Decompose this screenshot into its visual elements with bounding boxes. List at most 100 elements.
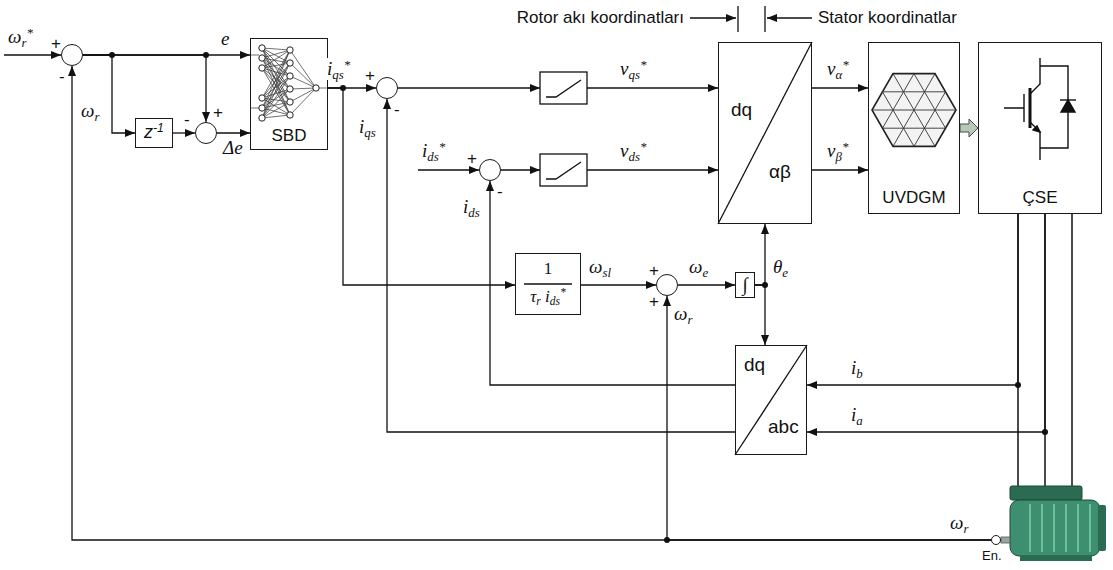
signal-line [387, 99, 735, 432]
signal-line [755, 224, 765, 285]
summing-junction: +- [61, 44, 83, 66]
hexagon-grid [872, 74, 956, 147]
neuron [259, 55, 265, 61]
summing-junction: +- [195, 122, 217, 144]
wiring [4, 6, 1072, 486]
delay-block: z-1 [135, 118, 173, 148]
block-label: dq [744, 354, 765, 376]
neuron [313, 85, 319, 91]
neuron [287, 112, 293, 118]
neuron [287, 73, 293, 79]
coordinate-arrow [767, 17, 812, 18]
transform-divider [735, 345, 807, 455]
induction-motor [1001, 486, 1106, 561]
igbt-emitter [1030, 122, 1040, 160]
slip-block: 1 τr ids* [515, 253, 581, 315]
motor-feet [1020, 556, 1092, 561]
diode-bar [1060, 99, 1076, 100]
sign-label: + [213, 103, 223, 123]
sign-label: + [467, 149, 477, 169]
signal-label: ωr [80, 100, 100, 122]
block-label: αβ [769, 161, 791, 183]
header-label: Rotor akı koordinatları [517, 8, 684, 28]
neuron [287, 99, 293, 105]
sign-label: + [649, 292, 659, 312]
block-label: ∫ [742, 274, 747, 296]
block-label: 1 [544, 259, 553, 279]
block-label: τr ids* [530, 287, 566, 307]
signal-line [807, 214, 1018, 385]
signal-line [328, 88, 515, 285]
block-label: ÇSE [1023, 188, 1058, 208]
signal-line [812, 87, 868, 88]
pi-controller [540, 72, 587, 104]
signal-label: vqs* [620, 58, 646, 80]
neuron [259, 115, 265, 121]
signal-line [807, 214, 1045, 432]
signal-label: iqs [358, 116, 377, 138]
sign-label: - [394, 100, 400, 120]
signal-line [587, 87, 718, 88]
signal-label: ia [850, 404, 864, 426]
signal-label: ids* [422, 140, 445, 162]
igbt-emitter-arrow [1033, 126, 1040, 132]
signal-label: e [220, 28, 230, 50]
hexagon-outline [872, 74, 956, 147]
encoder: En. [991, 535, 1001, 545]
signal-line [587, 169, 718, 170]
modulator-block: UVDGM [868, 42, 960, 214]
signal-line [755, 285, 765, 345]
signal-line [581, 284, 656, 285]
neural-controller: SBD [250, 38, 328, 150]
pi-ramp [546, 80, 581, 97]
signal-label: ωe [688, 256, 709, 278]
neural-network-symbol [250, 45, 328, 121]
signal-line [812, 169, 868, 170]
motor-shaft [1001, 537, 1010, 543]
block-label: En. [982, 548, 1002, 563]
integrator-block: ∫ [735, 272, 755, 298]
block-label: z-1 [144, 122, 164, 143]
igbt-symbol [1004, 58, 1076, 160]
reference-input-line [4, 54, 61, 55]
inverter-block: ÇSE [978, 42, 1102, 214]
signal-label: ωsl [588, 256, 612, 278]
reference-input-line [418, 169, 479, 170]
transform-block: dqabc [735, 345, 807, 455]
signal-line [72, 66, 991, 540]
motor-end-cap [1098, 505, 1106, 551]
motor-terminal-box [1010, 486, 1082, 500]
transform-divider [718, 42, 812, 224]
sign-label: + [365, 66, 375, 86]
signal-line [398, 87, 540, 88]
signal-line [678, 284, 735, 285]
motor-fins [1030, 504, 1090, 552]
block-label: dq [731, 99, 752, 121]
signal-label: θe [772, 256, 789, 278]
pi-ramp [546, 162, 581, 179]
header-label: Stator koordinatlar [818, 8, 957, 28]
block-label: UVDGM [882, 188, 945, 208]
neuron [259, 65, 265, 71]
network-neurons [259, 45, 319, 121]
neuron [259, 45, 265, 51]
diode-symbol [1061, 100, 1075, 112]
neuron [259, 95, 265, 101]
neuron [287, 86, 293, 92]
signal-label: vβ* [826, 140, 849, 162]
fraction-bar [524, 283, 572, 284]
summing-junction: ++ [656, 274, 678, 296]
signal-label: ids [462, 196, 481, 218]
motor-body [1010, 500, 1100, 556]
signal-label: iqs* [326, 58, 351, 80]
signal-line [173, 132, 195, 133]
signal-line [217, 132, 250, 133]
igbt-gate [1004, 94, 1024, 122]
signal-label: ωr* [8, 26, 33, 48]
signal-line [501, 169, 540, 170]
neuron [287, 47, 293, 53]
signal-line [667, 296, 991, 540]
sign-label: + [51, 34, 61, 54]
